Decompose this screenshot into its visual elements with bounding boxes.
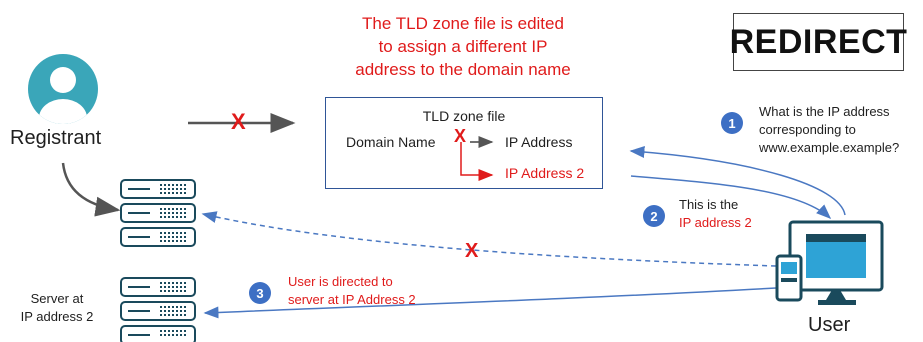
- registrant-label: Registrant: [10, 127, 102, 149]
- registrant-avatar-icon: [28, 54, 98, 124]
- user-computer-icon: [775, 220, 884, 305]
- redirect-arrow: [203, 287, 777, 319]
- step-1-line-3: www.example.example?: [759, 140, 900, 155]
- diagram-heading: The TLD zone file is edited to assign a …: [318, 12, 608, 81]
- step-3-line-1: User is directed to: [288, 274, 393, 289]
- server-stack-1-icon: [120, 179, 196, 247]
- ip-address-label: IP Address: [505, 134, 573, 150]
- step-1-line-1: What is the IP address: [759, 104, 890, 119]
- registrant-to-server-arrow: [61, 162, 121, 217]
- step-3-line-2: server at IP Address 2: [288, 292, 416, 307]
- heading-line-3: address to the domain name: [355, 60, 571, 79]
- heading-line-1: The TLD zone file is edited: [362, 14, 564, 33]
- blocked-mark-original-server: X: [465, 240, 479, 262]
- server-label-line-1: Server at: [30, 291, 84, 306]
- ip-address-2-label: IP Address 2: [505, 165, 585, 181]
- zone-file-title: TLD zone file: [422, 108, 506, 124]
- step-2-line-1: This is the: [679, 197, 739, 212]
- server-stack-2-icon: [120, 277, 196, 342]
- blocked-original-server-arrow: [201, 211, 777, 267]
- server-label-line-2: IP address 2: [20, 309, 94, 324]
- step-3-badge: 3: [249, 282, 271, 304]
- heading-line-2: to assign a different IP: [378, 37, 548, 56]
- user-label: User: [808, 314, 851, 336]
- step-1-badge: 1: [721, 112, 743, 134]
- tld-zone-file-box: TLD zone file: [325, 97, 603, 189]
- redirect-label: REDIRECT: [729, 22, 908, 61]
- blocked-mark-zone: X: [454, 126, 467, 146]
- domain-name-label: Domain Name: [346, 134, 436, 150]
- blocked-mark-registrant: X: [231, 109, 246, 134]
- answer-arrow: [630, 175, 832, 220]
- redirect-title-box: REDIRECT: [730, 13, 907, 71]
- step-1-line-2: corresponding to: [759, 122, 856, 137]
- step-1-text: What is the IP address corresponding to …: [759, 103, 899, 157]
- server-label: Server at IP address 2: [12, 290, 102, 326]
- domain-to-ip2-arrow: [460, 142, 494, 181]
- query-arrow: [629, 146, 846, 216]
- step-3-text: User is directed to server at IP Address…: [288, 273, 416, 309]
- step-2-line-2: IP address 2: [679, 215, 752, 230]
- step-2-badge: 2: [643, 205, 665, 227]
- step-2-text: This is the IP address 2: [679, 196, 752, 232]
